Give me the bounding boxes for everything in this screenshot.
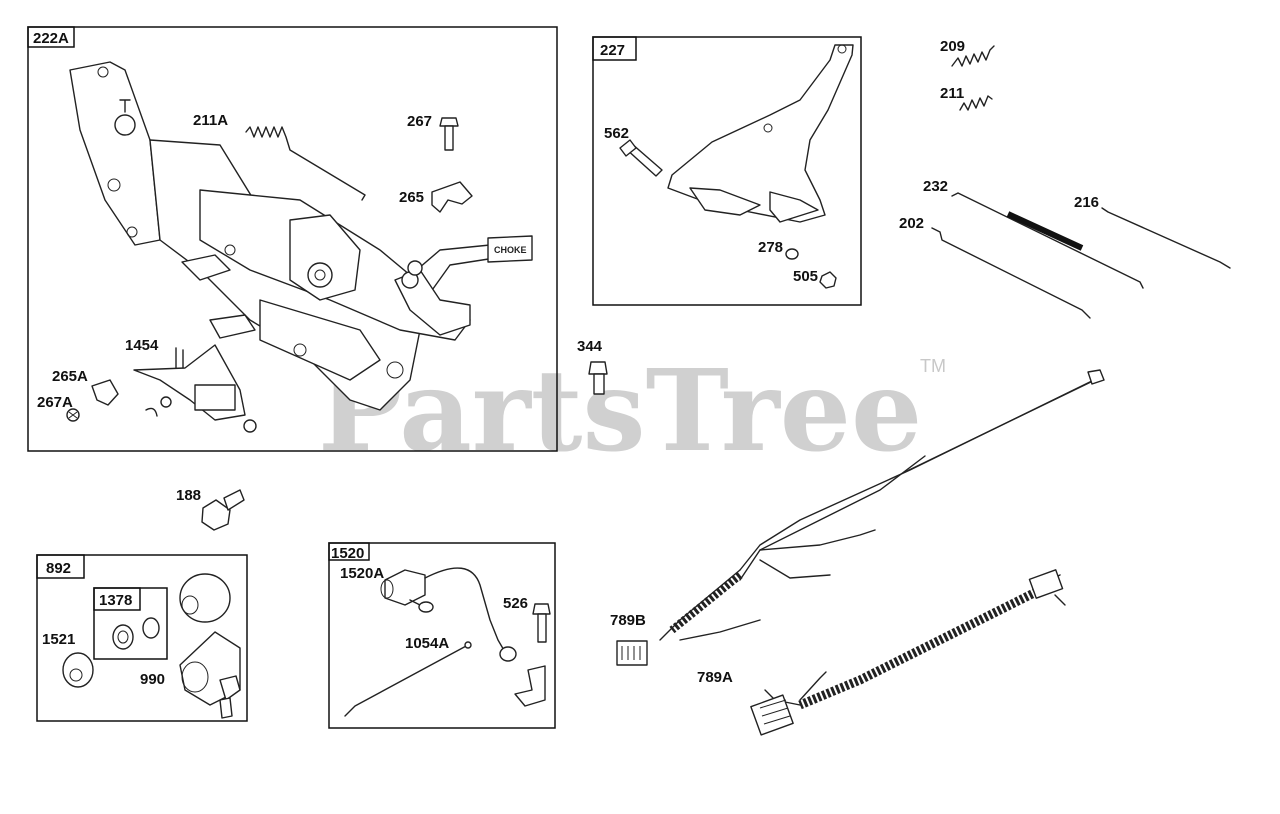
label-188: 188 (176, 487, 201, 504)
tag-1520-label: 1520 (331, 545, 364, 562)
bolt-344 (588, 361, 608, 395)
switch-1454 (133, 344, 257, 433)
link-202 (931, 227, 1091, 319)
harness-789B (616, 369, 1105, 666)
clamp-265A (91, 379, 119, 406)
label-990: 990 (140, 671, 165, 688)
clip-switch (145, 407, 158, 417)
spring-211 (959, 95, 993, 111)
bolt-188 (201, 489, 245, 531)
washer-switch (160, 396, 172, 408)
tag-222A-label: 222A (33, 30, 69, 47)
screw-526 (532, 603, 551, 643)
label-562: 562 (604, 125, 629, 142)
group-222A: 222A CHOKE (27, 26, 558, 452)
group-1520: 1520 1520A 526 1054A (328, 542, 556, 729)
label-265A: 265A (52, 368, 88, 385)
label-267: 267 (407, 113, 432, 130)
label-265: 265 (399, 189, 424, 206)
control-bracket (69, 61, 533, 411)
label-1054A: 1054A (405, 635, 449, 652)
label-216: 216 (1074, 194, 1099, 211)
label-211A: 211A (193, 112, 228, 129)
frame-892 (36, 554, 248, 722)
tag-227-label: 227 (600, 42, 625, 59)
choke-plate-text: CHOKE (494, 245, 527, 255)
tag-1378 (93, 587, 141, 611)
label-789B: 789B (610, 612, 646, 629)
label-1454: 1454 (125, 337, 159, 354)
label-232: 232 (923, 178, 948, 195)
frame-222A (27, 26, 558, 452)
bolt-267 (439, 117, 459, 151)
label-505: 505 (793, 268, 818, 285)
label-267A: 267A (37, 394, 73, 411)
watermark-trademark: TM (920, 356, 946, 376)
tag-227 (592, 36, 637, 61)
label-789A: 789A (697, 669, 733, 686)
label-526: 526 (503, 595, 528, 612)
pin-562 (619, 139, 663, 177)
clamp-265 (431, 181, 473, 213)
harness-789A (750, 569, 1066, 736)
label-1520A: 1520A (340, 565, 384, 582)
link-216 (1101, 207, 1231, 269)
bracket-1520 (514, 665, 546, 707)
screw-267A (66, 408, 80, 422)
label-278: 278 (758, 239, 783, 256)
label-344: 344 (577, 338, 603, 355)
nut-1378 (112, 617, 160, 650)
label-1521: 1521 (42, 631, 75, 648)
spring-211A (245, 126, 366, 201)
washer-278 (785, 248, 799, 260)
label-211: 211 (940, 85, 964, 102)
link-232 (951, 192, 1144, 289)
label-209: 209 (940, 38, 965, 55)
frame-1520 (328, 542, 556, 729)
spring-209 (951, 45, 995, 67)
tie-1054A (344, 641, 472, 717)
tag-1378-label: 1378 (99, 592, 132, 609)
frame-227 (592, 36, 862, 306)
harness-1520A (380, 567, 517, 662)
tag-1520 (328, 542, 370, 561)
watermark-logo: PartsTree (318, 346, 922, 477)
group-227: 227 562 278 505 (592, 36, 862, 306)
bezel-1521 (62, 652, 94, 688)
label-202: 202 (899, 215, 924, 232)
switch-892 (179, 573, 231, 623)
nut-505 (819, 271, 837, 289)
tag-222A (27, 26, 75, 48)
throttle-lever-227 (667, 44, 854, 223)
group-892: 892 1378 1521 990 (36, 554, 248, 722)
key-switch-990 (179, 631, 241, 719)
tag-892 (36, 554, 85, 579)
tag-892-label: 892 (46, 560, 71, 577)
